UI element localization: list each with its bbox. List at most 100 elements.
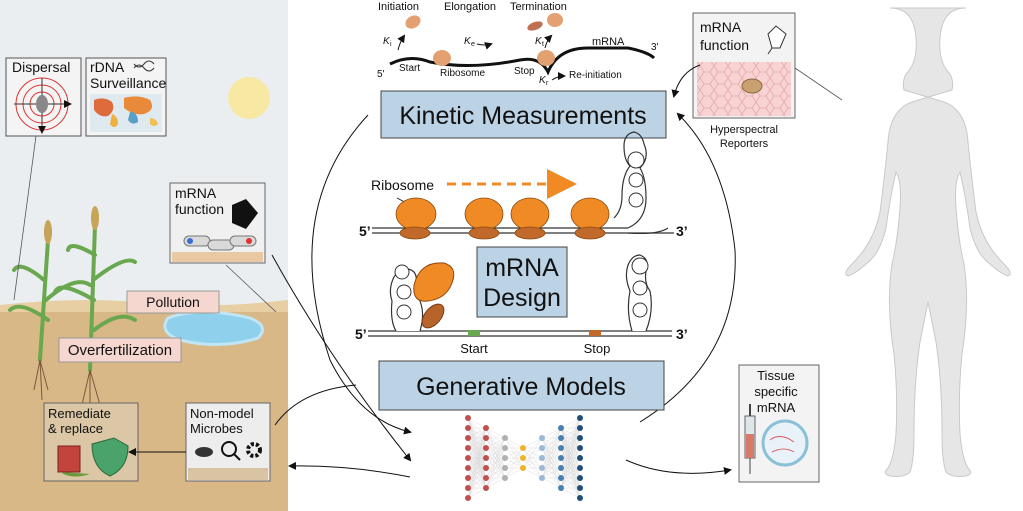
ribosome-icon (395, 197, 610, 240)
lower-3prime: 3’ (676, 326, 688, 342)
tissue-label-3: mRNA (757, 400, 796, 415)
loop-icon (627, 151, 645, 208)
nn-node (483, 445, 489, 451)
reinitiation-label: Re-initiation (569, 70, 622, 81)
translation-ribosome-label: Ribosome (440, 68, 485, 79)
dispersal-panel: Dispersal (5, 57, 82, 137)
spray-bottle-icon (232, 199, 258, 229)
mrna-design-box: mRNA Design (476, 246, 568, 318)
remediate-label-1: Remediate (48, 406, 111, 421)
elongation-label: Elongation (444, 1, 496, 13)
nn-node (577, 475, 583, 481)
human-figure-icon (845, 7, 1011, 477)
nn-node (539, 455, 545, 461)
nn-node (483, 455, 489, 461)
nn-node (502, 445, 508, 451)
translation-stop-label: Stop (514, 66, 535, 77)
nn-node (539, 475, 545, 481)
microbe-pills-icon (183, 235, 257, 251)
nn-node (577, 425, 583, 431)
ki-label: K (383, 36, 391, 47)
ribosome-label: Ribosome (371, 177, 434, 193)
microbe-icon (195, 447, 213, 457)
spray-icon (767, 25, 787, 49)
nn-node (502, 475, 508, 481)
tissue-label-1: Tissue (757, 368, 795, 383)
mrna-strand (389, 46, 656, 76)
gear-icon (246, 442, 262, 458)
translation-mrna-label: mRNA (592, 36, 625, 48)
nn-node (465, 435, 471, 441)
nn-node (577, 485, 583, 491)
nn-node (539, 435, 545, 441)
nn-node (465, 495, 471, 501)
lower-start-label: Start (460, 341, 488, 356)
nn-node (502, 465, 508, 471)
rdna-label: rDNA (90, 59, 125, 75)
kt-label: K (535, 36, 543, 47)
translation-schematic: Initiation Elongation Termination K i K … (377, 1, 659, 87)
designed-mrna: 5’ 3’ Start Stop (355, 254, 688, 356)
nn-node (577, 465, 583, 471)
shield-icon (91, 437, 129, 477)
mrna-design-label-1: mRNA (485, 254, 559, 282)
barrel-icon (57, 445, 90, 477)
ki-sub: i (390, 41, 392, 48)
kr-sub: r (546, 80, 549, 87)
ke-sub: e (471, 41, 475, 48)
kt-sub: t (542, 41, 544, 48)
upper-5prime: 5’ (359, 223, 371, 239)
tissue-specific-panel: Tissue specific mRNA (738, 364, 820, 483)
ribosome-small (433, 50, 451, 66)
nn-node (558, 455, 564, 461)
syringe-icon (744, 404, 756, 474)
overfertilization-tag: Overfertilization (58, 337, 182, 363)
generative-models-box: Generative Models (378, 360, 665, 411)
tissue-label-2: specific (754, 384, 798, 399)
nn-node (465, 465, 471, 471)
nonmodel-label-2: Microbes (190, 421, 243, 436)
hyperspectral-label-2: Reporters (720, 138, 769, 150)
nn-node (465, 425, 471, 431)
nn-node (502, 455, 508, 461)
nn-node (558, 445, 564, 451)
nn-node (558, 435, 564, 441)
sun-icon (228, 77, 270, 119)
nn-node (577, 415, 583, 421)
neural-network-icon (465, 415, 583, 501)
translation-3prime: 3' (651, 42, 659, 53)
pollution-tag: Pollution (126, 290, 220, 314)
magnifier-icon (221, 441, 237, 457)
translation-5prime: 5' (377, 69, 385, 80)
lower-stop-label: Stop (584, 341, 611, 356)
right-mrna-function-label-2: function (700, 37, 749, 53)
kr-label: K (539, 75, 547, 86)
ribosome-stop (537, 50, 555, 66)
nn-node (483, 485, 489, 491)
termination-label: Termination (510, 1, 567, 13)
nn-node (558, 425, 564, 431)
nn-node (539, 445, 545, 451)
mrna-design-label-2: Design (483, 284, 561, 312)
remediate-panel: Remediate & replace (43, 402, 139, 482)
nn-node (520, 455, 526, 461)
nn-node (465, 455, 471, 461)
dna-icon (133, 60, 155, 72)
generative-models-label: Generative Models (416, 373, 626, 401)
mrna-ribosome-chain: Ribosome 5’ 3’ (359, 131, 688, 240)
mrna-function-panel-left: mRNA function (169, 182, 266, 264)
rdna-surveillance-panel: rDNA Surveillance (85, 57, 167, 137)
kinetic-measurements-box: Kinetic Measurements (380, 90, 667, 139)
upper-3prime: 3’ (676, 223, 688, 239)
overfertilization-label: Overfertilization (68, 342, 172, 359)
nn-node (502, 435, 508, 441)
world-map-icon (94, 96, 158, 127)
mrna-function-label-2: function (175, 201, 224, 217)
corn-plants-icon (8, 223, 137, 372)
nn-node (483, 465, 489, 471)
nn-node (483, 425, 489, 431)
nn-node (465, 475, 471, 481)
mrna-function-label-1: mRNA (175, 185, 217, 201)
